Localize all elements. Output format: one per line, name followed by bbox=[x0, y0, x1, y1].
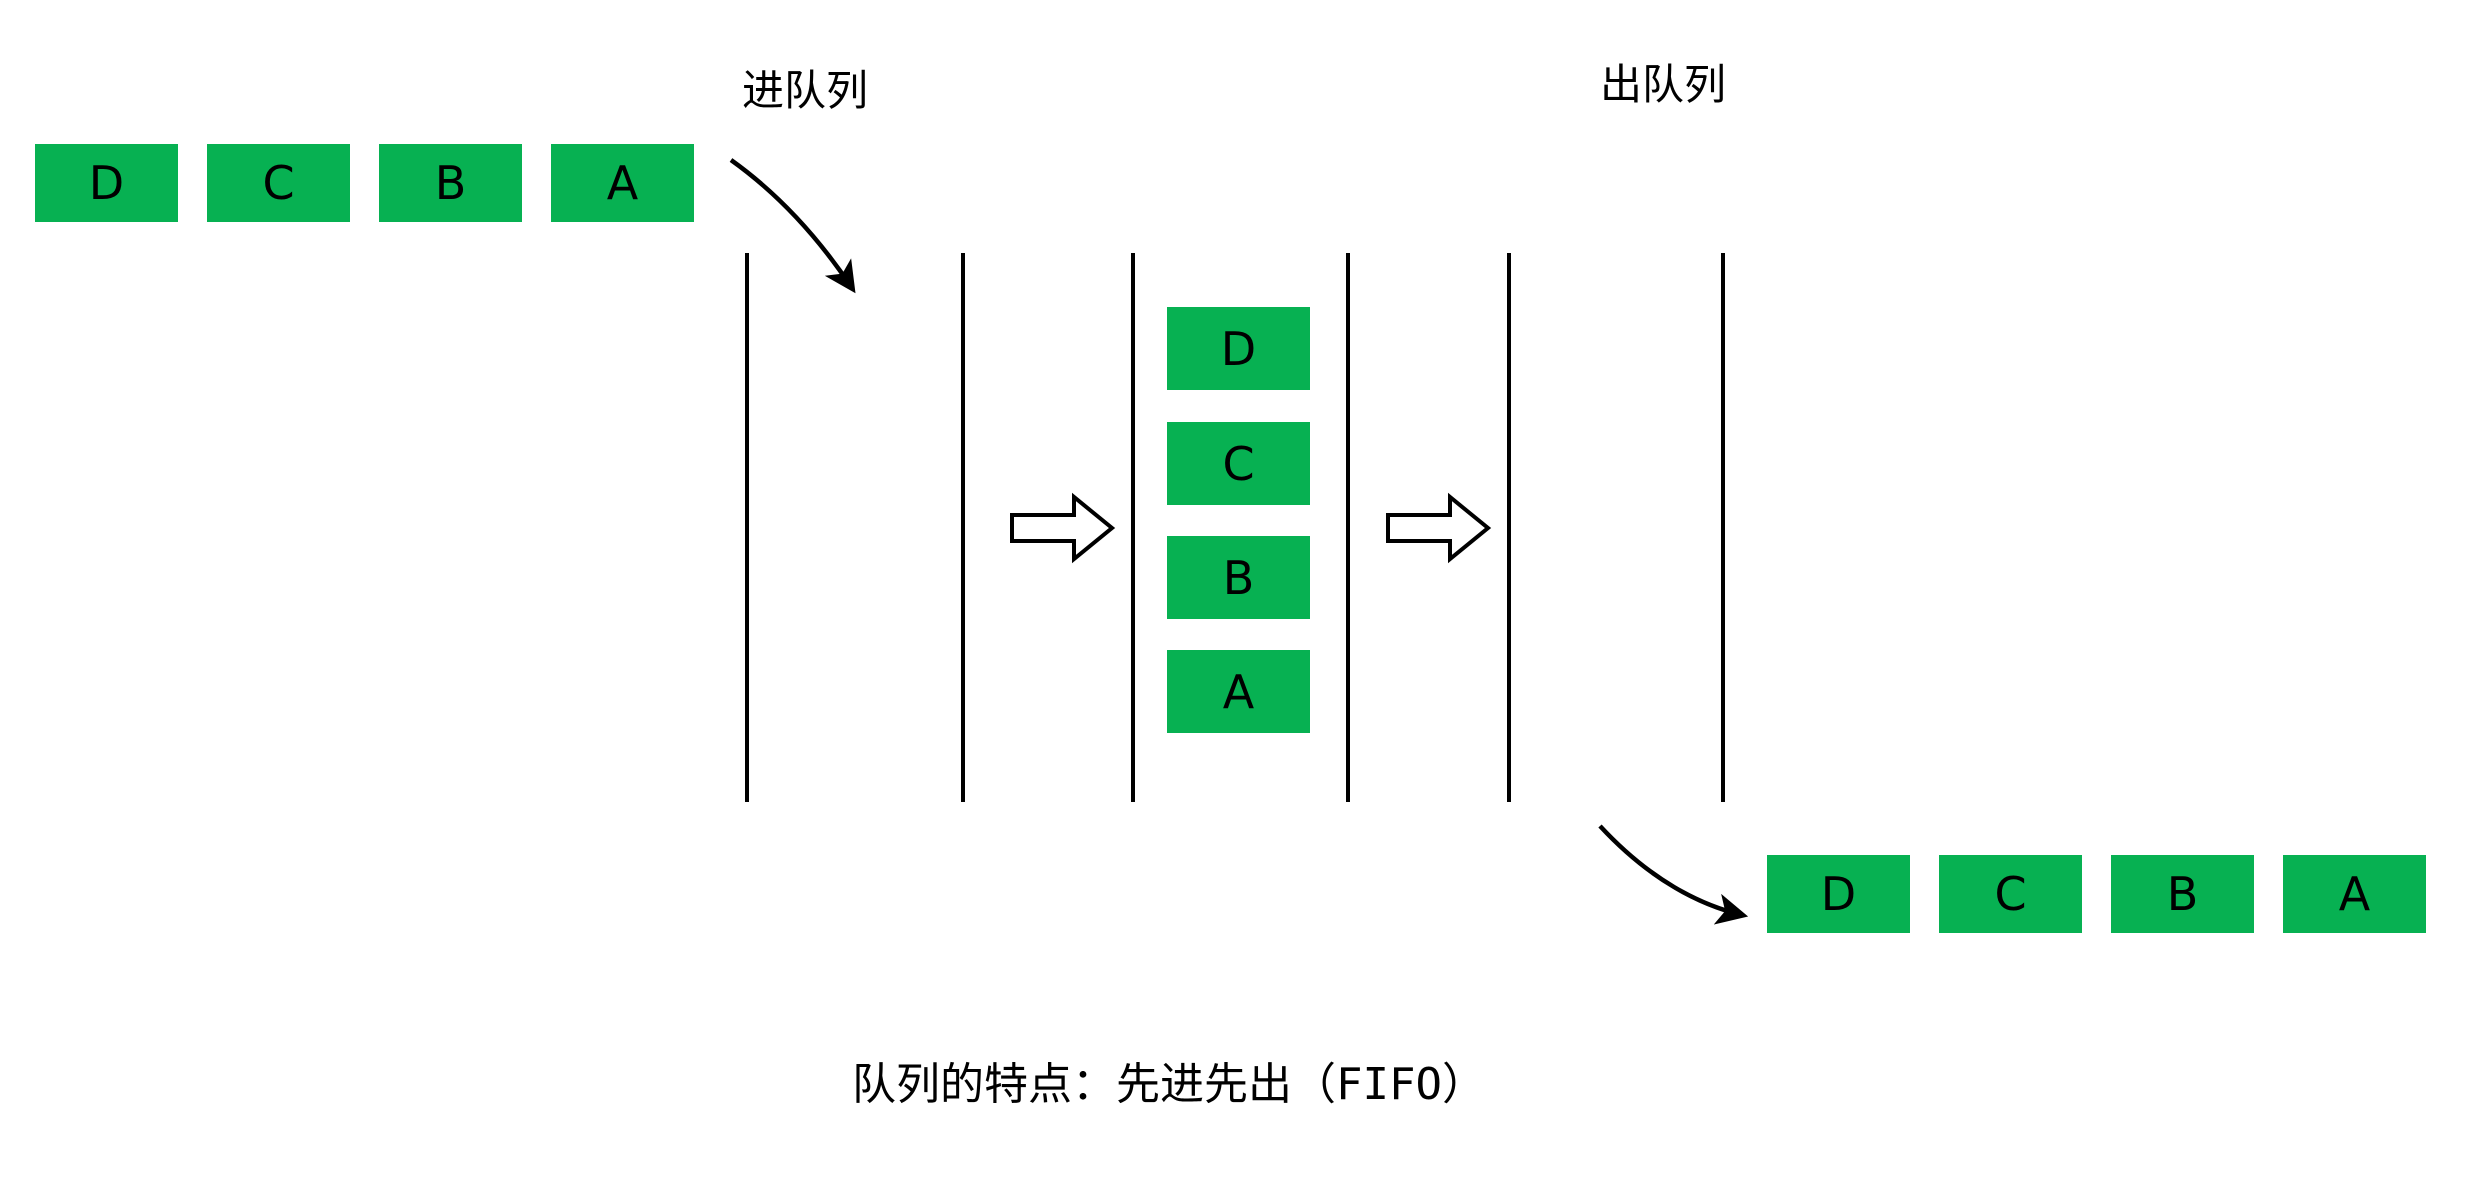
output-block-b: B bbox=[2111, 855, 2254, 933]
queue-block-c: C bbox=[1167, 422, 1310, 505]
enqueue-block-arrow bbox=[1010, 492, 1116, 564]
caption-cn-part: 队列的特点：先进先出（ bbox=[852, 1059, 1336, 1110]
element-letter: D bbox=[1820, 867, 1857, 921]
enqueue-label: 进队列 bbox=[742, 66, 869, 115]
element-letter: B bbox=[2166, 867, 2199, 921]
element-letter: D bbox=[88, 156, 125, 210]
dequeue-block-arrow bbox=[1386, 492, 1492, 564]
element-letter: A bbox=[1222, 664, 1255, 719]
input-block-c: C bbox=[207, 144, 350, 222]
input-block-d: D bbox=[35, 144, 178, 222]
diagram-caption: 队列的特点：先进先出（FIFO） bbox=[852, 1063, 1486, 1107]
enqueue-curved-arrow bbox=[729, 158, 856, 294]
element-letter: A bbox=[606, 156, 639, 210]
input-block-a: A bbox=[551, 144, 694, 222]
output-block-a: A bbox=[2283, 855, 2426, 933]
element-letter: A bbox=[2338, 867, 2371, 921]
output-block-c: C bbox=[1939, 855, 2082, 933]
dequeue-curved-arrow bbox=[1598, 824, 1749, 925]
element-letter: C bbox=[1222, 436, 1255, 491]
element-letter: D bbox=[1220, 321, 1257, 376]
queue-block-a: A bbox=[1167, 650, 1310, 733]
caption-close-paren: ） bbox=[1441, 1059, 1486, 1110]
element-letter: B bbox=[1222, 550, 1255, 605]
element-letter: C bbox=[1994, 867, 2027, 921]
dequeue-label: 出队列 bbox=[1600, 60, 1727, 109]
queue-block-b: B bbox=[1167, 536, 1310, 619]
output-block-d: D bbox=[1767, 855, 1910, 933]
caption-fifo: FIFO bbox=[1336, 1059, 1442, 1110]
element-letter: C bbox=[262, 156, 295, 210]
input-block-b: B bbox=[379, 144, 522, 222]
queue-block-d: D bbox=[1167, 307, 1310, 390]
element-letter: B bbox=[434, 156, 467, 210]
